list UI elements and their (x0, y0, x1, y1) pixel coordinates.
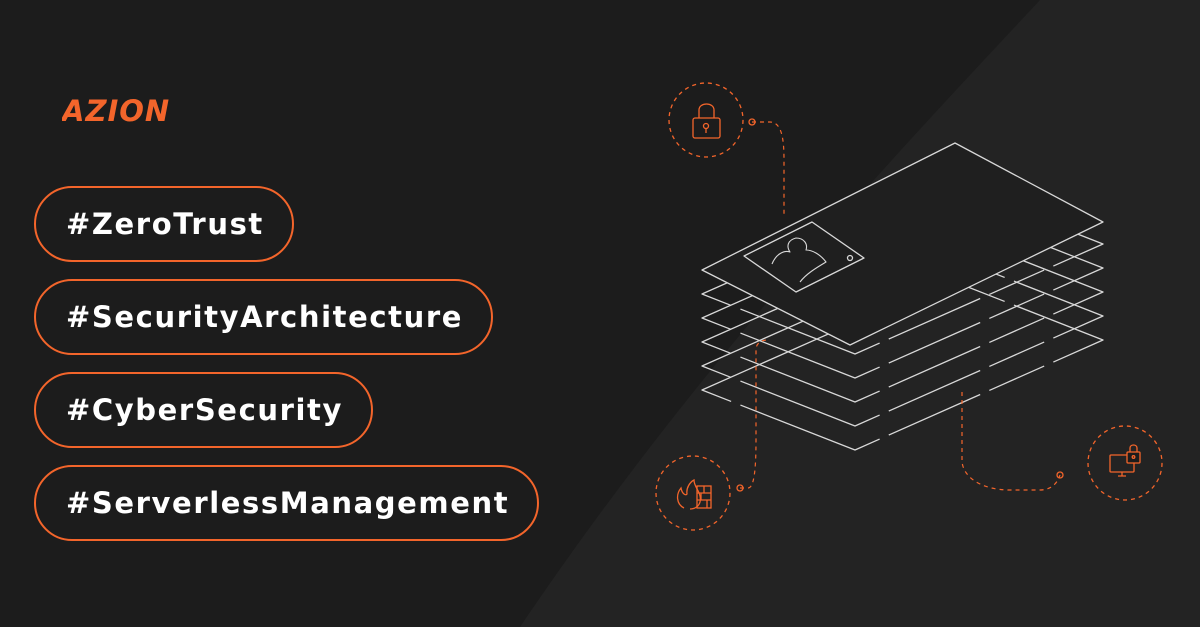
logo-text: AZION (62, 94, 170, 124)
stacked-layers-illustration (655, 82, 1163, 531)
connector-firewall (740, 339, 769, 489)
tag-zero-trust: #ZeroTrust (34, 186, 294, 262)
top-layer (701, 142, 1104, 346)
tag-security-architecture: #SecurityArchitecture (34, 279, 494, 355)
lock-icon (668, 82, 756, 158)
connector-lock (752, 121, 785, 215)
azion-logo: AZION (62, 94, 170, 124)
connector-device (961, 392, 1061, 491)
tag-cyber-security: #CyberSecurity (34, 372, 374, 448)
user-profile-icon (743, 221, 865, 293)
tag-serverless-management: #ServerlessManagement (34, 465, 540, 541)
firewall-icon (655, 455, 744, 531)
secure-device-icon (1056, 425, 1163, 501)
